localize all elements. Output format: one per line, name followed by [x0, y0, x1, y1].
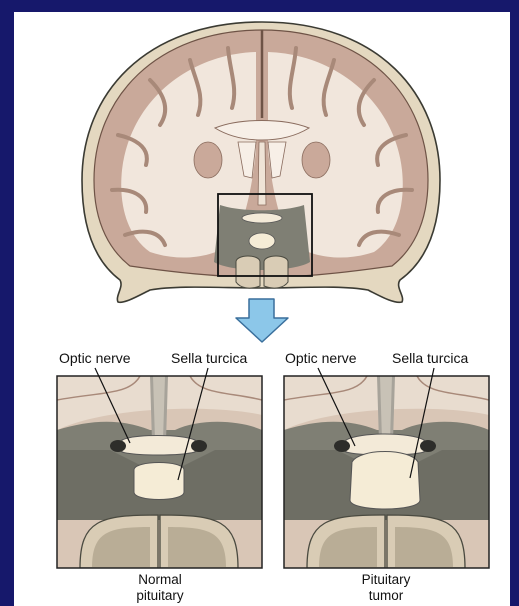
- caption-right-line1: Pituitary: [326, 572, 446, 588]
- label-optic-nerve-left: Optic nerve: [59, 350, 131, 366]
- label-sella-turcica-left: Sella turcica: [171, 350, 247, 366]
- pituitary-tumor-panel: [284, 368, 489, 568]
- label-sella-turcica-right: Sella turcica: [392, 350, 468, 366]
- caption-left-line1: Normal: [100, 572, 220, 588]
- third-ventricle: [258, 142, 266, 205]
- basal-ganglia-left: [194, 142, 222, 178]
- basal-ganglia-right: [302, 142, 330, 178]
- caption-left-line2: pituitary: [100, 588, 220, 604]
- pituitary-small: [249, 233, 275, 249]
- caption-right-line2: tumor: [326, 588, 446, 604]
- optic-chiasm-small: [242, 213, 282, 223]
- label-optic-nerve-right: Optic nerve: [285, 350, 357, 366]
- coronal-brain-section: [82, 22, 440, 302]
- caption-normal-pituitary: Normal pituitary: [100, 572, 220, 604]
- caption-pituitary-tumor: Pituitary tumor: [326, 572, 446, 604]
- down-arrow-icon: [236, 299, 288, 342]
- normal-pituitary-panel: [57, 368, 262, 568]
